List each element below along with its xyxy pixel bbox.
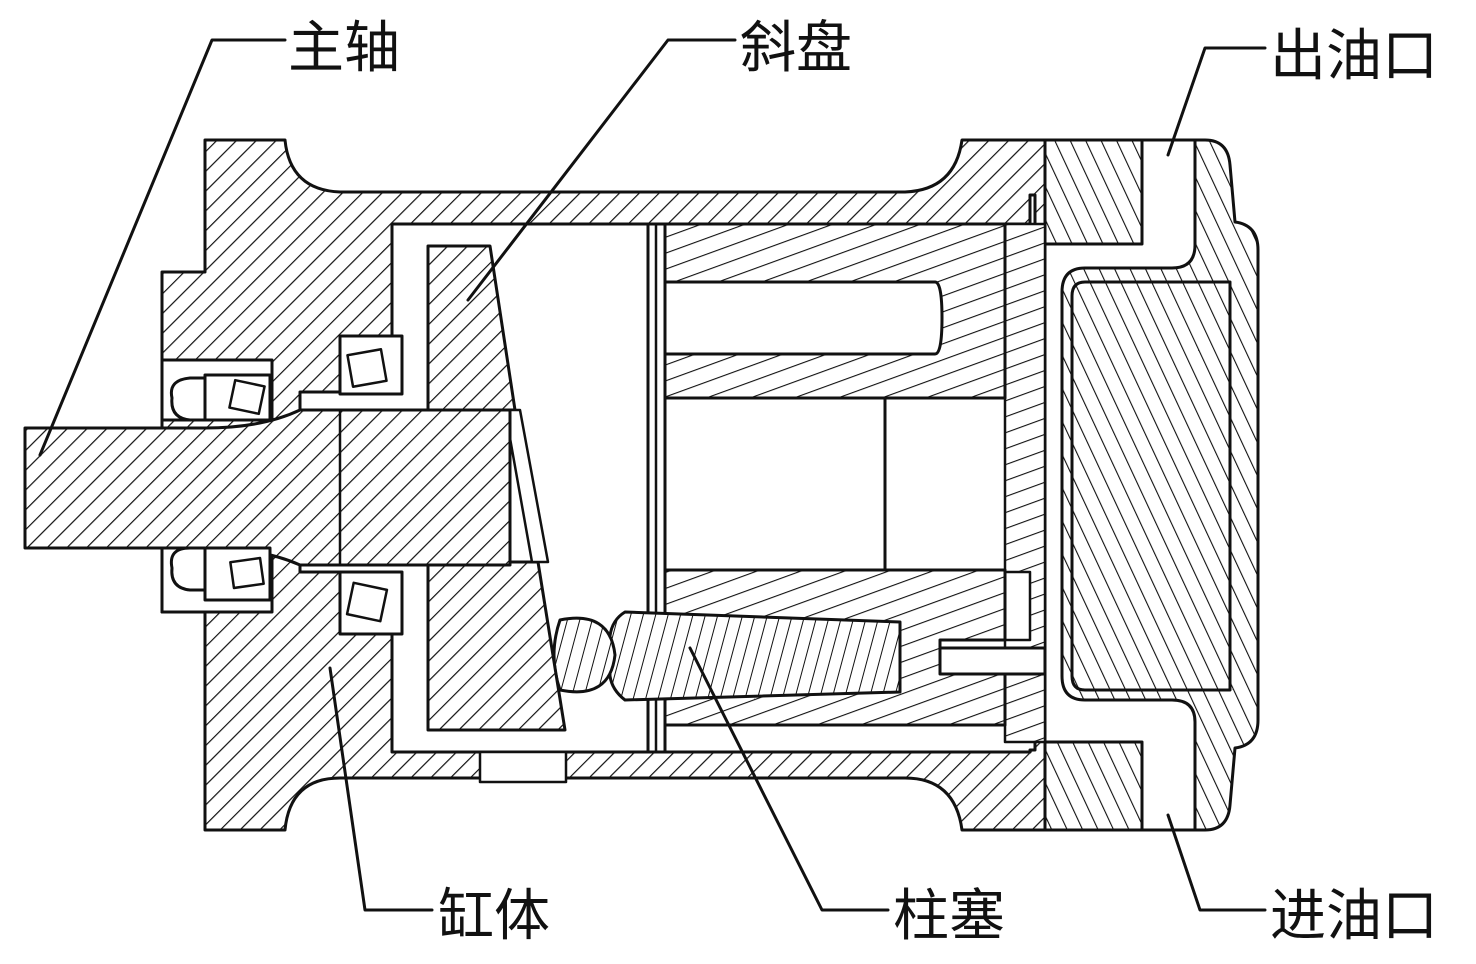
label-plunger: 柱塞	[893, 884, 1005, 949]
spindle-shaft	[23, 408, 512, 567]
plunger	[552, 610, 1047, 702]
label-swashplate: 斜盘	[740, 16, 852, 81]
bearings	[169, 334, 404, 636]
leader-plunger	[688, 646, 890, 912]
label-spindle: 主轴	[288, 16, 400, 81]
label-inlet: 进油口	[1270, 884, 1438, 949]
label-outlet: 出油口	[1270, 24, 1438, 89]
leader-cylinder-body	[328, 666, 434, 912]
leader-swashplate	[466, 38, 737, 302]
label-cylinder-body: 缸体	[438, 884, 550, 949]
swashplate	[426, 244, 567, 732]
leader-inlet	[1166, 813, 1267, 912]
end-cover	[1003, 138, 1260, 832]
leader-spindle	[38, 38, 287, 457]
leader-outlet	[1166, 46, 1267, 157]
